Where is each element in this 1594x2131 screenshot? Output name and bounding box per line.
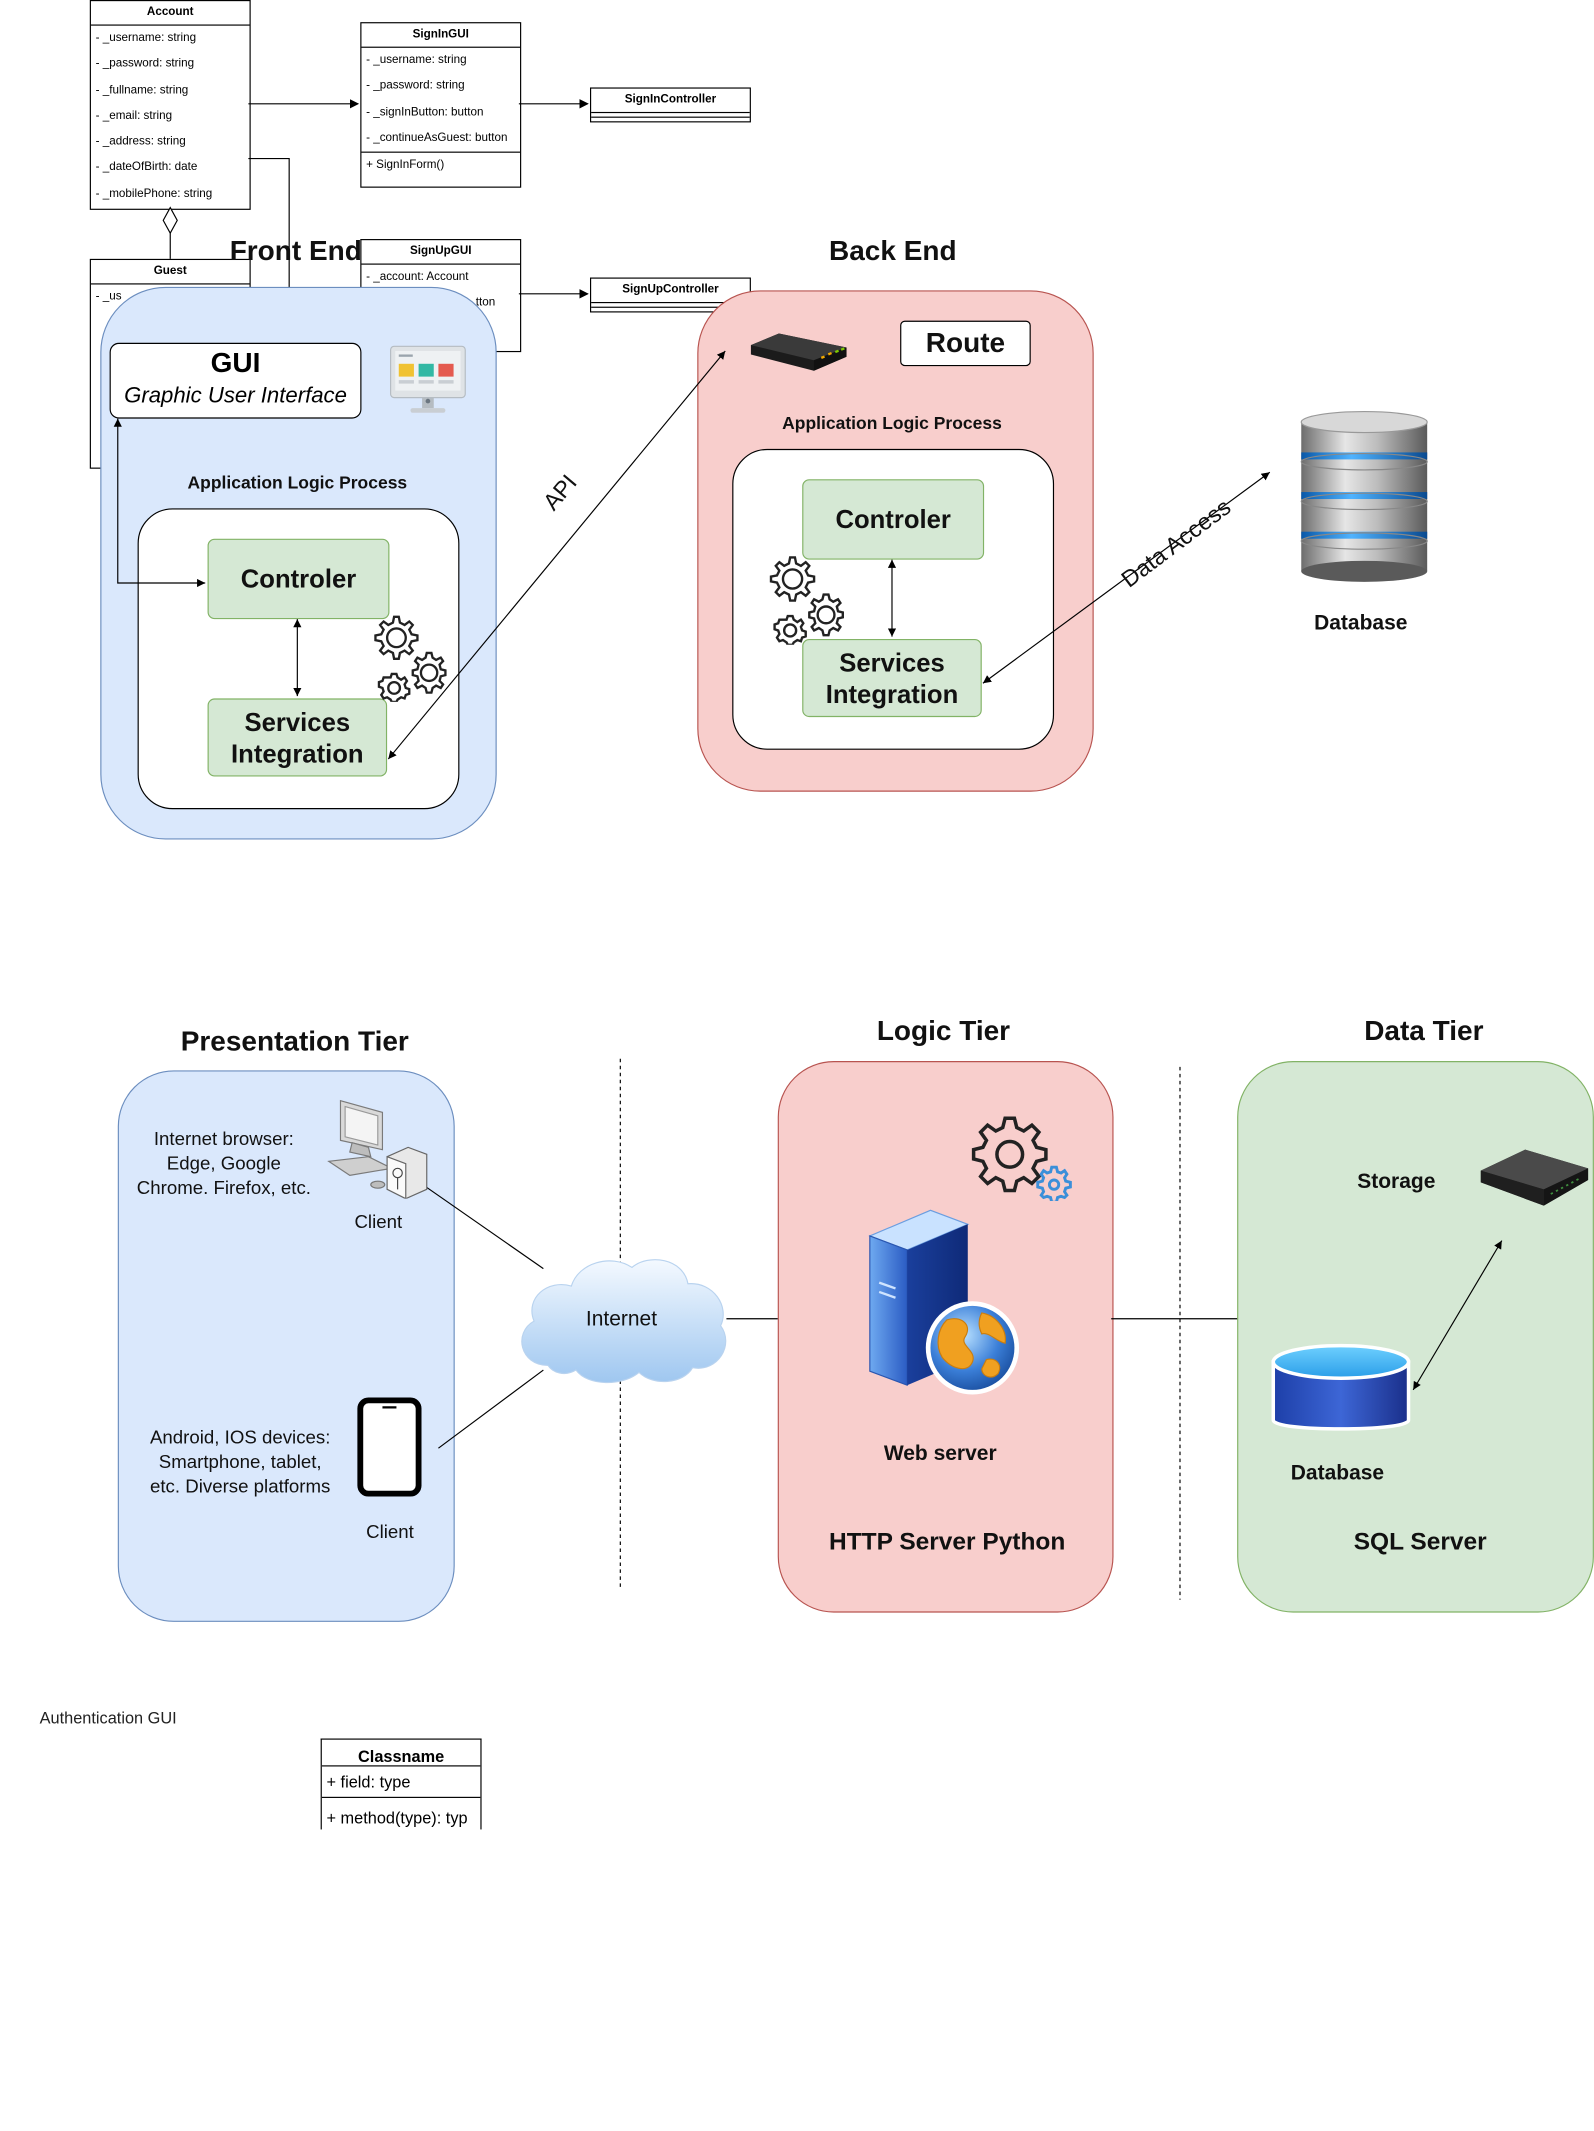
uml-field: - _address: string	[95, 135, 186, 149]
uml-field: + field: type	[321, 1765, 481, 1796]
mobile-icon	[357, 1397, 422, 1497]
edge-api	[387, 350, 726, 760]
frontend-services: Services Integration	[207, 698, 388, 777]
uml-field: - _email: string	[95, 109, 173, 123]
sql-server-label: SQL Server	[1353, 1528, 1487, 1556]
uml-class-account: Account - _username: string - _password:…	[89, 0, 251, 210]
uml-field: - _mobilePhone: string	[95, 187, 213, 201]
backend-services: Services Integration	[802, 638, 982, 718]
edge-client-internet	[424, 1185, 544, 1270]
uml-class-title: SignUpController	[591, 279, 750, 304]
uml-connectors	[162, 99, 589, 299]
uml-class-title: SignInController	[591, 89, 750, 114]
internet-label: Internet	[585, 1307, 658, 1331]
uml-field: - _account: Account	[366, 270, 469, 284]
storage-device-icon	[1480, 1149, 1589, 1206]
uml-class-title: Guest	[90, 260, 250, 285]
uml-class-signincontroller: SignInController	[589, 87, 751, 123]
logic-tier-title: Logic Tier	[876, 1015, 1011, 1048]
http-server-label: HTTP Server Python	[829, 1528, 1066, 1556]
authentication-gui-label: Authentication GUI	[39, 1708, 177, 1727]
database-label: Database	[1314, 610, 1408, 635]
gear-icon	[971, 1116, 1072, 1201]
client-label: Client	[354, 1212, 403, 1233]
edge-mobile-internet	[438, 1369, 544, 1449]
uml-field: - _continueAsGuest: button	[366, 131, 508, 145]
architecture-connectors	[113, 350, 1271, 760]
uml-field: - _username: string	[366, 53, 467, 67]
uml-field: - _password: string	[95, 57, 195, 71]
uml-edge-account-signup	[248, 157, 290, 292]
edge-database-storage	[1412, 1240, 1503, 1391]
web-server-icon	[868, 1209, 1020, 1395]
database-label: Database	[1290, 1460, 1385, 1485]
gui-title: GUI	[210, 347, 261, 379]
tier-connectors	[424, 1058, 1503, 1600]
backend-alp-label: Application Logic Process	[782, 413, 1002, 434]
desktop-client-icon	[327, 1099, 428, 1199]
backend-title: Back End	[829, 235, 957, 268]
database-icon	[1300, 411, 1428, 582]
edge-controller-gui	[113, 418, 206, 588]
data-tier-title: Data Tier	[1364, 1015, 1484, 1048]
route-box: Route	[900, 320, 1031, 367]
frontend-controller: Controler	[207, 538, 390, 620]
gui-box: GUI Graphic User Interface	[109, 342, 362, 419]
frontend-alp-label: Application Logic Process	[187, 473, 408, 494]
edge-data-access	[982, 471, 1271, 684]
uml-field: - _fullname: string	[95, 83, 189, 97]
uml-method: + method(type): typ	[321, 1796, 481, 1828]
uml-method: + SignInForm()	[361, 151, 521, 179]
web-server-label: Web server	[883, 1441, 997, 1465]
logic-tier-container	[777, 1061, 1114, 1613]
storage-label: Storage	[1357, 1169, 1436, 1193]
presentation-tier-title: Presentation Tier	[180, 1026, 409, 1058]
uml-class-classname: Classname + field: type + method(type): …	[320, 1738, 482, 1830]
browser-description: Internet browser: Edge, Google Chrome. F…	[136, 1129, 311, 1199]
database-cylinder-icon	[1271, 1343, 1411, 1431]
client-label: Client	[366, 1522, 414, 1543]
aggregation-diamond	[162, 206, 178, 235]
frontend-title: Front End	[229, 235, 362, 268]
uml-field: - _signInButton: button	[366, 105, 484, 119]
uml-field: tton	[475, 296, 496, 310]
uml-class-title: SignUpGUI	[361, 240, 521, 265]
gui-subtitle: Graphic User Interface	[124, 383, 347, 409]
uml-class-title: Account	[90, 1, 250, 26]
router-icon	[750, 333, 847, 371]
internet-cloud-icon	[521, 1259, 727, 1384]
uml-field: - _username: string	[95, 31, 197, 45]
uml-field: - _password: string	[366, 79, 465, 93]
uml-class-title: Classname	[357, 1746, 445, 1766]
uml-class-signingui: SignInGUI - _username: string - _passwor…	[360, 22, 522, 188]
diagram-canvas: Account - _username: string - _password:…	[39, 0, 1594, 1830]
backend-controller: Controler	[802, 479, 985, 560]
uml-field: - _dateOfBirth: date	[95, 161, 198, 175]
uml-class-title: SignInGUI	[361, 23, 521, 48]
uml-field: - _us	[95, 290, 122, 304]
mobile-description: Android, IOS devices: Smartphone, tablet…	[149, 1428, 331, 1498]
gears-icon	[769, 556, 844, 645]
